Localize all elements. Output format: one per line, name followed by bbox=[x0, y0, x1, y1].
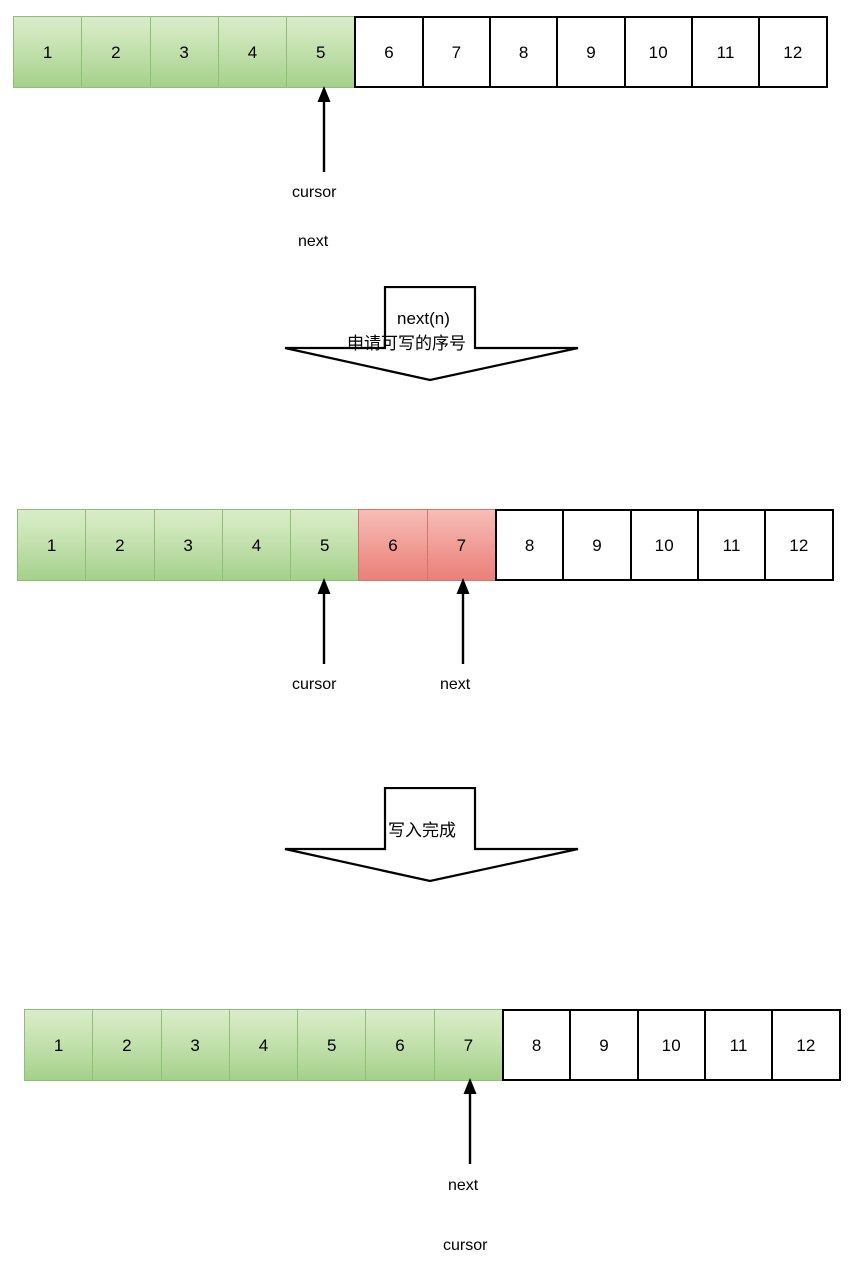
buffer-cell-label: 2 bbox=[122, 1035, 132, 1055]
buffer-cell-label: 4 bbox=[251, 535, 262, 555]
buffer-cell-label: 12 bbox=[783, 42, 803, 62]
buffer-cell-label: 1 bbox=[42, 42, 53, 62]
pointer-arrow-next-stage-2 bbox=[455, 578, 471, 664]
buffer-cell-label: 1 bbox=[46, 535, 57, 555]
buffer-cell-label: 6 bbox=[388, 535, 398, 555]
buffer-row-stage-1: 1 2 3 4 5 6 7 8 9 10 11 bbox=[13, 16, 845, 88]
buffer-row-stage-2: 1 2 3 4 5 6 7 8 9 10 11 bbox=[17, 509, 849, 581]
buffer-cell-label: 12 bbox=[796, 1035, 816, 1055]
buffer-cell-label: 2 bbox=[111, 42, 121, 62]
buffer-cell: 3 bbox=[153, 509, 223, 581]
buffer-cell-label: 8 bbox=[531, 1035, 542, 1055]
buffer-row-stage-3: 1 2 3 4 5 6 7 8 9 10 11 bbox=[24, 1009, 856, 1081]
buffer-cell: 6 bbox=[354, 16, 424, 88]
buffer-cell: 4 bbox=[228, 1009, 299, 1081]
buffer-cell: 3 bbox=[149, 16, 219, 88]
buffer-cell-label: 5 bbox=[327, 1035, 337, 1055]
buffer-cell: 4 bbox=[221, 509, 292, 581]
buffer-cell-label: 3 bbox=[179, 42, 190, 62]
buffer-cell: 8 bbox=[502, 1009, 572, 1081]
transition-arrow-claim bbox=[283, 286, 581, 382]
transition-overlay-label-claim: 申请可写的序号 bbox=[347, 334, 466, 354]
buffer-cell-label: 4 bbox=[258, 1035, 269, 1055]
buffer-cell-label: 4 bbox=[247, 42, 258, 62]
buffer-cell: 2 bbox=[92, 1009, 162, 1081]
transition-shaft-label-claim: next(n) bbox=[397, 309, 450, 328]
buffer-cell: 9 bbox=[562, 509, 632, 581]
buffer-cell-label: 10 bbox=[648, 42, 668, 62]
buffer-cell: 8 bbox=[495, 509, 565, 581]
transition-arrow-publish bbox=[283, 787, 581, 883]
buffer-cell-label: 9 bbox=[586, 42, 596, 62]
buffer-cell: 12 bbox=[771, 1009, 841, 1081]
pointer-label-next-stage-1: next bbox=[298, 233, 329, 250]
buffer-cell: 4 bbox=[217, 16, 288, 88]
buffer-cell-label: 3 bbox=[190, 1035, 201, 1055]
buffer-cell: 5 bbox=[297, 1009, 367, 1081]
buffer-cell-label: 2 bbox=[115, 535, 125, 555]
buffer-cell-label: 6 bbox=[395, 1035, 405, 1055]
buffer-cell-label: 11 bbox=[722, 535, 741, 555]
buffer-cell-label: 7 bbox=[463, 1035, 474, 1055]
buffer-cell-label: 8 bbox=[518, 42, 529, 62]
pointer-label-cursor-stage-2: cursor bbox=[292, 676, 337, 693]
buffer-cell: 11 bbox=[690, 16, 761, 88]
buffer-cell-label: 1 bbox=[53, 1035, 64, 1055]
pointer-label-next-stage-2: next bbox=[440, 676, 471, 693]
buffer-cell-label: 12 bbox=[789, 535, 809, 555]
buffer-cell: 5 bbox=[286, 16, 356, 88]
buffer-cell: 12 bbox=[764, 509, 834, 581]
buffer-cell: 6 bbox=[358, 509, 428, 581]
buffer-cell: 7 bbox=[433, 1009, 504, 1081]
pointer-label-next-stage-3: next bbox=[448, 1177, 479, 1194]
buffer-cell: 9 bbox=[556, 16, 626, 88]
pointer-arrow-cursor-stage-2 bbox=[316, 578, 332, 664]
buffer-cell: 10 bbox=[629, 509, 699, 581]
buffer-cell: 9 bbox=[569, 1009, 639, 1081]
buffer-cell-label: 8 bbox=[524, 535, 535, 555]
buffer-cell-label: 3 bbox=[183, 535, 194, 555]
pointer-label-cursor-stage-3: cursor bbox=[443, 1237, 488, 1254]
buffer-cell-label: 9 bbox=[599, 1035, 609, 1055]
pointer-arrow-next-stage-3 bbox=[462, 1078, 478, 1164]
buffer-cell-label: 5 bbox=[320, 535, 330, 555]
buffer-cell-label: 7 bbox=[456, 535, 467, 555]
buffer-cell: 10 bbox=[636, 1009, 706, 1081]
pointer-arrow-cursor-stage-1 bbox=[316, 86, 332, 172]
buffer-cell: 1 bbox=[24, 1009, 94, 1081]
buffer-cell: 7 bbox=[426, 509, 497, 581]
buffer-cell-label: 11 bbox=[716, 42, 735, 62]
buffer-cell: 1 bbox=[17, 509, 87, 581]
buffer-cell-label: 6 bbox=[384, 42, 394, 62]
buffer-cell-label: 10 bbox=[654, 535, 674, 555]
buffer-cell: 1 bbox=[13, 16, 83, 88]
buffer-cell: 6 bbox=[365, 1009, 435, 1081]
buffer-cell-label: 10 bbox=[661, 1035, 681, 1055]
pointer-label-cursor-stage-1: cursor bbox=[292, 184, 337, 201]
buffer-cell: 11 bbox=[696, 509, 767, 581]
buffer-cell: 2 bbox=[85, 509, 155, 581]
buffer-cell: 11 bbox=[703, 1009, 774, 1081]
buffer-cell-label: 7 bbox=[451, 42, 462, 62]
buffer-cell: 3 bbox=[160, 1009, 230, 1081]
buffer-cell: 5 bbox=[290, 509, 360, 581]
buffer-cell-label: 5 bbox=[316, 42, 326, 62]
buffer-cell: 2 bbox=[81, 16, 151, 88]
buffer-cell: 7 bbox=[421, 16, 492, 88]
buffer-cell: 12 bbox=[758, 16, 828, 88]
buffer-cell-label: 9 bbox=[592, 535, 602, 555]
buffer-cell: 8 bbox=[489, 16, 559, 88]
transition-shaft-label-publish: 写入完成 bbox=[388, 821, 456, 841]
buffer-cell: 10 bbox=[623, 16, 693, 88]
buffer-cell-label: 11 bbox=[729, 1035, 748, 1055]
